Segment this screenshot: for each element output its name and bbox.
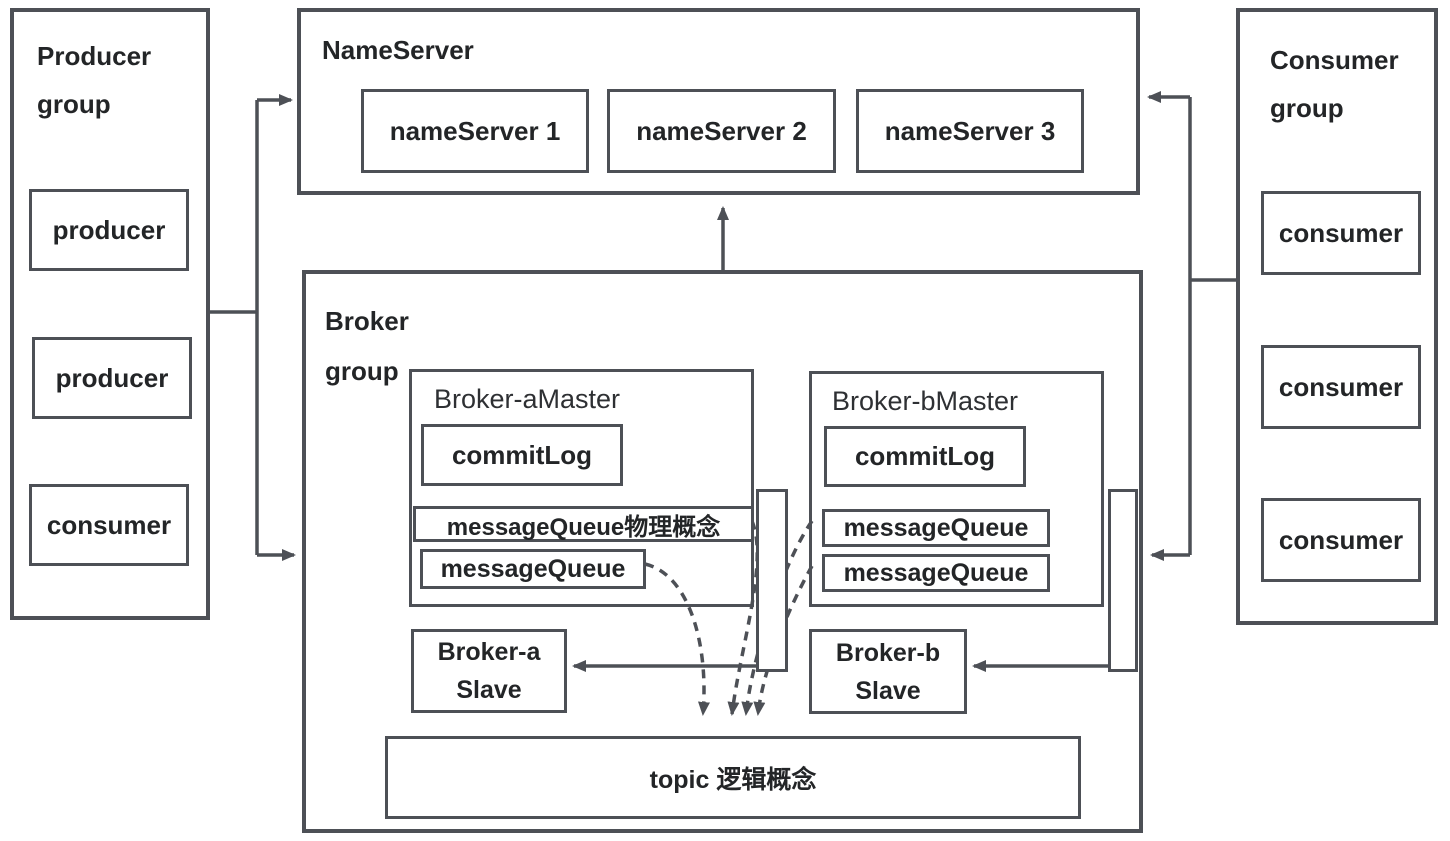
queue-bracket-a — [756, 489, 788, 672]
broker-a-master-title: Broker-aMaster — [434, 384, 621, 414]
commitlog-box: commitLog — [421, 424, 623, 486]
producer-box: producer — [29, 189, 189, 271]
consumer-group-title: Consumer group — [1270, 45, 1399, 123]
messagequeue-physical-box: messageQueue物理概念 — [413, 506, 754, 542]
broker-a-slave-box: Broker-a Slave — [411, 629, 567, 713]
messagequeue-box: messageQueue — [420, 549, 646, 589]
broker-a-master-box: Broker-aMaster commitLog — [409, 369, 754, 607]
broker-group-title: Broker group — [325, 306, 409, 386]
producer-connector — [210, 94, 296, 561]
producer-group-title: Producer group — [37, 41, 152, 119]
broker-b-slave-label: Broker-b Slave — [835, 638, 941, 705]
nameserver-node: nameServer 2 — [607, 89, 836, 173]
consumer-box: consumer — [1261, 191, 1421, 275]
nameserver-group-box: NameServer nameServer 1 nameServer 2 nam… — [297, 8, 1140, 195]
broker-group-box: Broker group Broker-aMaster commitLog me… — [302, 270, 1143, 833]
topic-box: topic 逻辑概念 — [385, 736, 1081, 819]
broker-a-slave-label: Broker-a Slave — [437, 638, 541, 704]
producer-box: producer — [32, 337, 192, 419]
queue-bracket-b — [1108, 489, 1138, 672]
consumer-group-box: Consumer group consumer consumer consume… — [1236, 8, 1438, 625]
consumer-box: consumer — [1261, 345, 1421, 429]
nameserver-node: nameServer 1 — [361, 89, 589, 173]
consumer-box: consumer — [1261, 498, 1421, 582]
broker-b-master-title: Broker-bMaster — [832, 386, 1019, 416]
broker-b-slave-box: Broker-b Slave — [809, 629, 967, 714]
messagequeue-box: messageQueue — [822, 509, 1050, 547]
commitlog-box: commitLog — [824, 426, 1026, 487]
producer-group-box: Producer group producer producer consume… — [10, 8, 210, 620]
messagequeue-box: messageQueue — [822, 554, 1050, 592]
broker-b-master-box: Broker-bMaster commitLog messageQueue me… — [809, 371, 1104, 607]
consumer-box: consumer — [29, 484, 189, 566]
consumer-connector — [1147, 91, 1236, 561]
nameserver-group-title: NameServer — [322, 35, 474, 65]
nameserver-node: nameServer 3 — [856, 89, 1084, 173]
